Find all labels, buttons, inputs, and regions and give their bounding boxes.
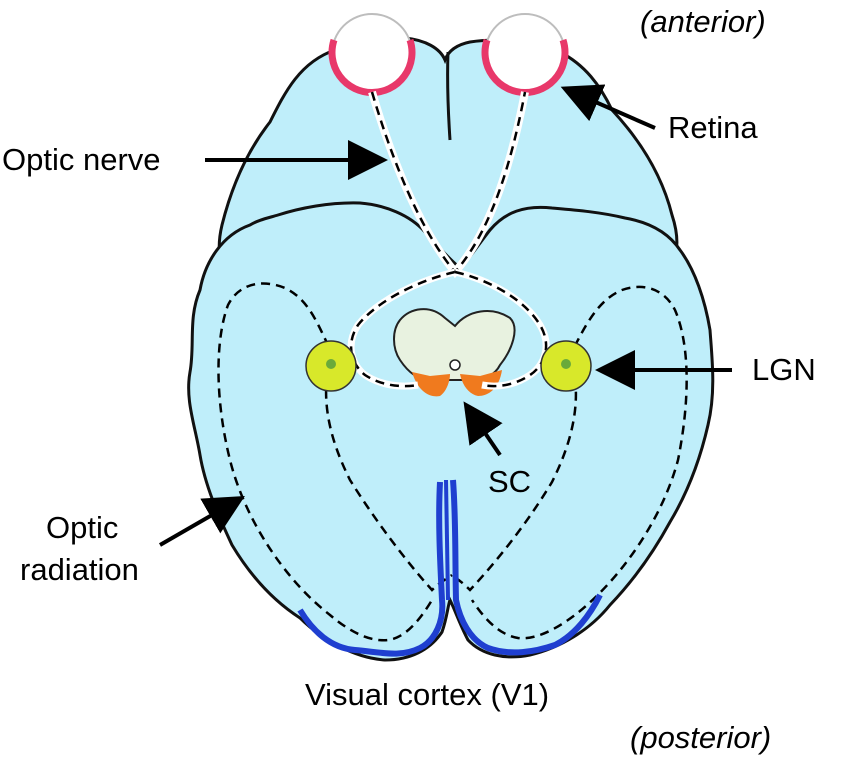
retina-label: Retina — [668, 110, 758, 145]
right-eye — [481, 13, 569, 96]
midbrain — [393, 308, 516, 381]
optic-tracts — [347, 268, 550, 390]
visual-cortex-v1 — [297, 479, 603, 657]
optic-nerve-label: Optic nerve — [2, 142, 161, 177]
anterior-fissure — [446, 51, 452, 141]
optic-radiation-label-line2: radiation — [20, 552, 139, 587]
sc-arrow — [463, 401, 503, 457]
right-lgn — [540, 340, 592, 392]
anterior-label: (anterior) — [640, 4, 766, 39]
optic-radiation-arrow — [159, 496, 245, 547]
annotation-arrows — [159, 84, 732, 547]
left-lgn — [305, 340, 357, 392]
lgn-label: LGN — [752, 352, 816, 387]
optic-radiation-label-line1: Optic — [46, 510, 118, 545]
sc-label: SC — [488, 464, 531, 499]
posterior-label: (posterior) — [630, 720, 771, 755]
retina-arrow — [560, 84, 656, 130]
left-eye — [328, 13, 416, 96]
visual-cortex-label: Visual cortex (V1) — [305, 677, 549, 712]
